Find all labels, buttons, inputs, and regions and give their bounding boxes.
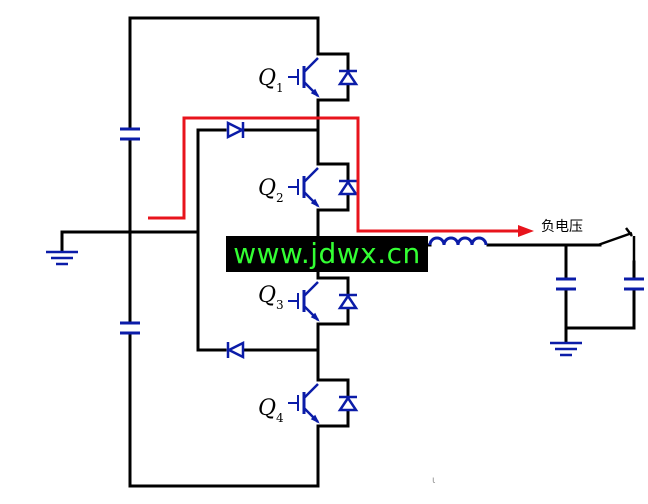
diode-icon <box>226 340 245 360</box>
igbt-layer <box>288 52 359 428</box>
igbt-icon <box>288 378 359 428</box>
negative-voltage-label: 负电压 <box>541 219 583 235</box>
capacitor-icon <box>120 321 140 335</box>
q1-label: Q1 <box>258 66 284 96</box>
q2-label: Q2 <box>258 176 284 206</box>
watermark: www.jdwx.cn <box>226 236 428 272</box>
current-path-arrow <box>148 116 520 233</box>
ground-icon <box>46 250 78 266</box>
inductor-icon <box>428 236 488 246</box>
igbt-icon <box>288 162 359 212</box>
ground-icon <box>550 341 582 357</box>
arrow-icon <box>518 225 534 237</box>
diode-icon <box>226 120 245 140</box>
q3-label: Q3 <box>258 283 284 313</box>
capacitor-icon <box>120 127 140 141</box>
q4-label: Q4 <box>258 396 284 426</box>
switch-icon <box>597 227 636 262</box>
capacitor-icon <box>624 277 644 291</box>
igbt-icon <box>288 52 359 102</box>
stray-mark: ι <box>432 475 436 486</box>
igbt-icon <box>288 276 359 326</box>
capacitor-icon <box>556 277 576 291</box>
